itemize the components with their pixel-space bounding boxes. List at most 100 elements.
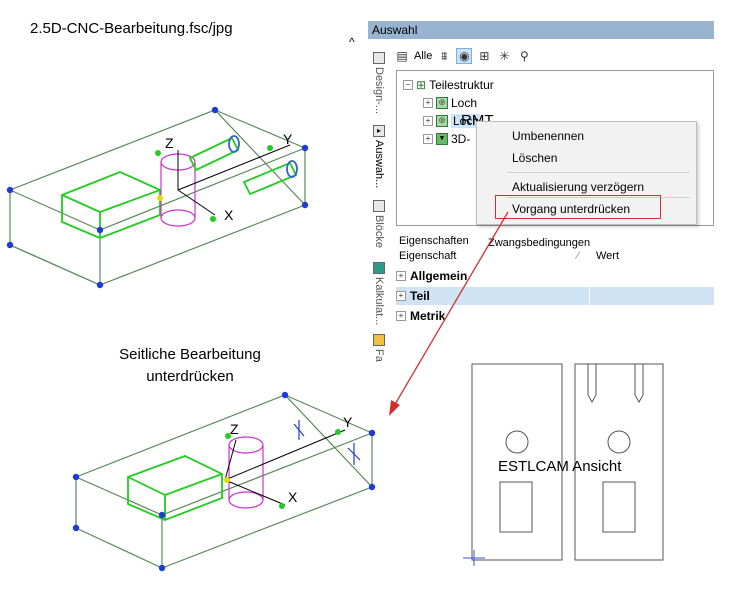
bottom-cylinder (228, 436, 264, 509)
top-axis-y: Y (283, 131, 293, 147)
hole-feature-icon: ◎ (436, 115, 448, 127)
fa-tab-icon (373, 334, 385, 346)
bottom-pocket-wireframe (127, 455, 223, 521)
bottom-suppressed-markers (293, 420, 361, 465)
tree-item-loch-1[interactable]: + ◎ Loch (423, 95, 477, 111)
expand-icon[interactable]: + (396, 291, 406, 301)
solid-body-icon: ▼ (436, 133, 448, 145)
collapse-icon[interactable]: − (403, 80, 413, 90)
top-cylinder (160, 153, 196, 227)
estlcam-view (463, 363, 664, 566)
tab-fa-label: Fa (373, 349, 385, 362)
top-axis-x: X (224, 207, 234, 223)
tab-auswahl[interactable]: ▸ Auswah... (368, 125, 390, 188)
top-axis-z: Z (165, 135, 174, 151)
bottom-green-points (224, 429, 341, 509)
tab-fa[interactable]: Fa (368, 334, 390, 362)
transform-icon[interactable]: ✳ (499, 49, 510, 63)
tab-design-label: Design-... (373, 67, 385, 115)
collapse-chevron-icon[interactable]: ^ (349, 35, 355, 49)
tab-bloecke[interactable]: Blöcke (368, 200, 390, 248)
menu-item-aktualisierung-verzoegern[interactable]: Aktualisierung verzögern (512, 180, 645, 194)
property-row-label: Teil (410, 289, 430, 303)
bottom-axes (224, 429, 346, 506)
bottom-vertices (72, 391, 376, 572)
top-vertices (6, 106, 309, 289)
visibility-eye-icon[interactable]: ◉ (456, 48, 473, 64)
property-row-allgemein[interactable]: + Allgemein (396, 267, 714, 285)
design-tab-icon (373, 52, 385, 64)
estlcam-pocket-front (499, 481, 533, 533)
estlcam-side-drills (587, 364, 644, 404)
tab-design[interactable]: Design-... (368, 52, 390, 114)
bloecke-tab-icon (373, 200, 385, 212)
top-3d-view: Z Y X (6, 106, 309, 289)
menu-separator (507, 197, 690, 198)
estlcam-pocket-side (602, 481, 636, 533)
estlcam-origin-marker (463, 550, 485, 566)
menu-separator (507, 172, 690, 173)
expand-icon[interactable]: + (396, 271, 406, 281)
caption: Seitliche Bearbeitung unterdrücken (95, 344, 285, 388)
menu-item-umbenennen[interactable]: Umbenennen (512, 129, 585, 143)
red-arrow (389, 211, 509, 416)
kalkulation-tab-icon (373, 262, 385, 274)
property-row-teil[interactable]: + Teil (396, 287, 714, 305)
estlcam-hole-side (607, 430, 631, 454)
side-tab-strip: Design-... ▸ Auswah... Blöcke Kalkulat..… (368, 42, 390, 382)
estlcam-part-side (574, 363, 664, 561)
top-green-points (155, 145, 273, 222)
estlcam-hole-front (505, 430, 529, 454)
top-side-holes (188, 135, 298, 196)
expand-icon[interactable]: + (423, 134, 433, 144)
tab-zwangsbedingungen[interactable]: Zwangsbedingungen (488, 237, 591, 249)
context-menu: Umbenennen Löschen Aktualisierung verzög… (476, 121, 697, 225)
tree-item-label: Loch (451, 96, 478, 110)
column-header-wert[interactable]: Wert (596, 250, 620, 262)
auswahl-tab-icon: ▸ (373, 125, 385, 137)
panel-header-auswahl: Auswahl (368, 21, 714, 39)
hole-feature-icon: ◎ (436, 97, 448, 109)
tab-kalkulation-label: Kalkulat... (373, 277, 385, 326)
bottom-3d-view: Z Y X (72, 391, 376, 572)
column-divider (589, 287, 590, 305)
top-pocket-wireframe (61, 171, 161, 239)
expand-icon[interactable]: + (423, 116, 433, 126)
tree-root-label: Teilestruktur (429, 78, 494, 92)
sort-indicator-icon: ⁄ (577, 250, 579, 262)
tree-root-row[interactable]: − ⊞ Teilestruktur (403, 77, 494, 93)
tree-item-3d[interactable]: + ▼ 3D- (423, 131, 470, 147)
estlcam-part-front (471, 363, 563, 561)
property-row-label: Metrik (410, 309, 446, 323)
property-row-metrik[interactable]: + Metrik (396, 307, 714, 325)
top-axes (177, 144, 291, 216)
menu-item-loeschen[interactable]: Löschen (512, 151, 558, 165)
tab-kalkulation[interactable]: Kalkulat... (368, 262, 390, 325)
search-icon[interactable]: ⚲ (519, 49, 529, 63)
estlcam-view-label: ESTLCAM Ansicht (498, 458, 622, 475)
caption-line-1: Seitliche Bearbeitung (119, 346, 261, 363)
select-all-button[interactable]: Alle (414, 50, 433, 62)
node-select-icon[interactable]: ⊞ (479, 49, 490, 63)
tab-eigenschaften[interactable]: Eigenschaften (399, 235, 469, 247)
document-title: 2.5D-CNC-Bearbeitung.fsc/jpg (30, 20, 233, 37)
filter-icon[interactable]: ⩩ (441, 48, 448, 63)
tree-item-label: 3D- (451, 132, 471, 146)
tab-auswahl-label: Auswah... (373, 140, 385, 189)
tree-item-label: Loch (451, 114, 482, 128)
caption-line-2: unterdrücken (146, 368, 234, 385)
tree-item-loch-2[interactable]: + ◎ Loch (423, 113, 482, 129)
menu-item-vorgang-unterdruecken[interactable]: Vorgang unterdrücken (512, 202, 631, 216)
tab-bloecke-label: Blöcke (373, 215, 385, 249)
properties-icon[interactable]: ▤ (396, 49, 408, 63)
column-header-eigenschaft[interactable]: Eigenschaft (399, 250, 457, 262)
expand-icon[interactable]: + (396, 311, 406, 321)
bottom-block-frame (75, 394, 374, 569)
property-row-label: Allgemein (410, 269, 468, 283)
bottom-axis-z: Z (230, 421, 239, 437)
expand-icon[interactable]: + (423, 98, 433, 108)
bottom-axis-y: Y (343, 414, 353, 430)
structure-icon: ⊞ (416, 78, 427, 92)
selection-toolbar: ▤ Alle ⩩ ◉ ⊞ ✳ ⚲ (394, 46, 532, 66)
bottom-axis-x: X (288, 489, 298, 505)
